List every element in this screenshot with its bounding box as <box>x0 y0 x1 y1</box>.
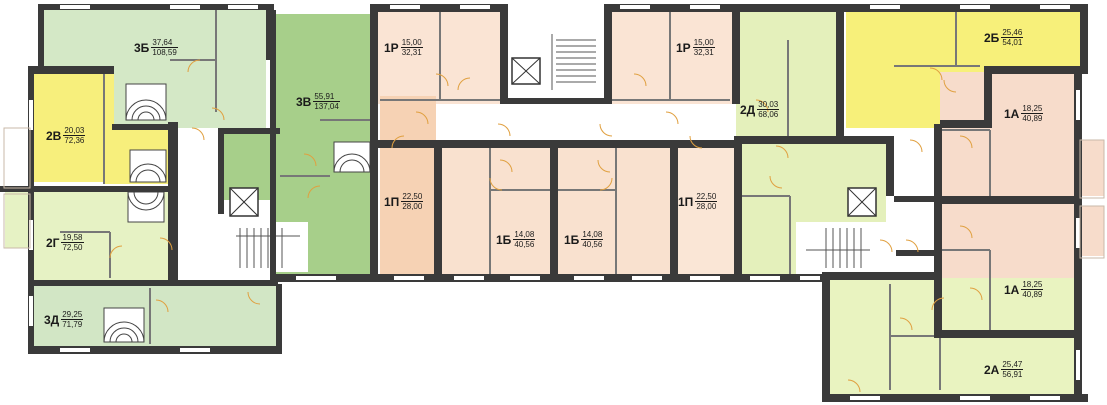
doors <box>109 59 983 393</box>
stairwell-right <box>796 222 904 274</box>
windows <box>29 5 1080 400</box>
stairwell-left <box>200 222 308 272</box>
apartment-1b-right[interactable] <box>556 148 672 276</box>
internal-stair-3v <box>333 141 371 173</box>
apartment-1a-top[interactable] <box>940 72 1104 198</box>
apartment-3d[interactable] <box>34 284 278 348</box>
interior-walls <box>60 10 991 390</box>
balconies <box>3 127 1105 259</box>
elevator-top-icon <box>511 57 541 85</box>
apartment-1r-left[interactable] <box>376 8 500 104</box>
apartment-1p-left[interactable] <box>380 96 436 276</box>
apartment-1b-left[interactable] <box>440 148 550 276</box>
internal-stair-3d <box>103 307 145 343</box>
internal-stair-2v <box>129 149 167 183</box>
elevator-left-icon <box>229 187 259 217</box>
elevator-right-icon <box>847 187 877 217</box>
apartment-1p-right[interactable] <box>674 148 734 276</box>
internal-stair-3b <box>125 83 167 121</box>
internal-stair-2g <box>127 191 165 223</box>
